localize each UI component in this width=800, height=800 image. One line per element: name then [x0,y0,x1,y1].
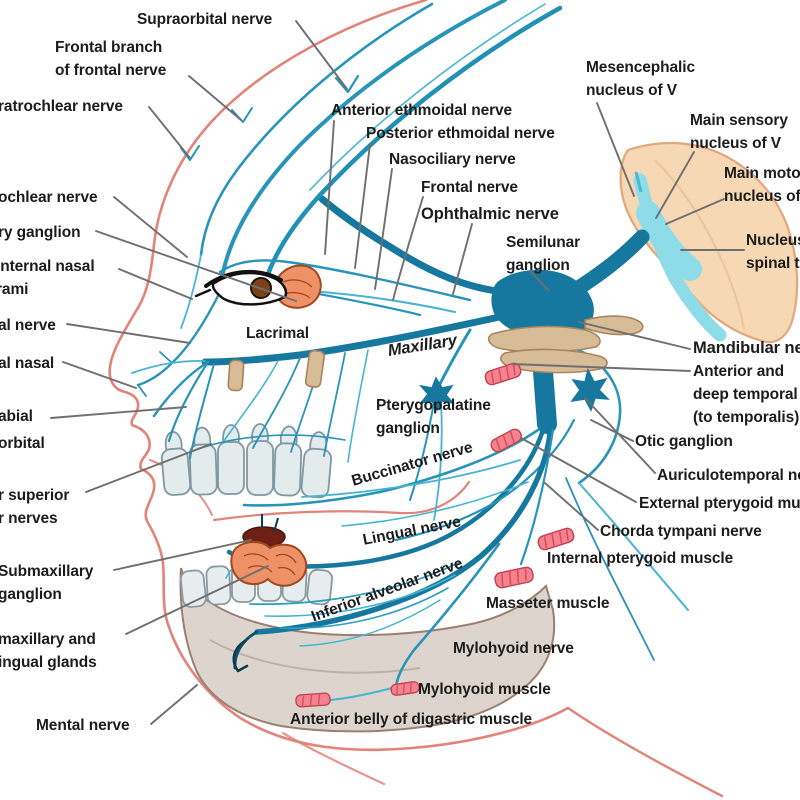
label-nasal-nerve-frag: al nerve [0,317,56,334]
label-main-sensory-nucleus: Main sensory nucleus of V [690,112,788,152]
label-auriculotemporal-nerve: Auriculotemporal nerve [657,467,800,484]
glands [230,264,322,587]
external-pterygoid-muscle-shape [490,428,522,453]
label-posterior-ethmoidal-nerve: Posterior ethmoidal nerve [366,125,555,142]
label-nasociliary-nerve: Nasociliary nerve [389,151,516,168]
ganglia [419,367,610,412]
label-superior-alveolar-frag: r superior r nerves [0,487,70,527]
label-submaxillary-ganglion: Submaxillary ganglion [0,563,94,603]
label-submaxillary-glands: maxillary and ingual glands [0,631,97,671]
label-mesencephalic-nucleus: Mesencephalic nucleus of V [586,59,695,99]
label-ophthalmic-nerve: Ophthalmic nerve [421,205,559,223]
label-masseter-muscle: Masseter muscle [486,595,610,612]
digastric-muscle-shape [295,692,331,708]
label-main-motor-nucleus: Main motor nucleus of [724,165,800,205]
label-external-pterygoid-muscle: External pterygoid muscle [639,495,800,512]
label-otic-ganglion: Otic ganglion [635,433,733,450]
internal-pterygoid-muscle-shape [537,527,575,551]
label-pterygopalatine-ganglion: Pterygopalatine ganglion [376,397,491,437]
label-orbital-frag: orbital [0,435,45,452]
label-semilunar-ganglion: Semilunar ganglion [506,234,581,274]
masseter-muscle-shape [494,566,534,589]
label-chorda-tympani-nerve: Chorda tympani nerve [600,523,762,540]
label-labial-frag: abial [0,408,33,425]
label-lacrimal: Lacrimal [246,325,309,342]
label-supraorbital-nerve: Supraorbital nerve [137,11,273,28]
eye [194,269,288,306]
pterygopalatine-ganglion-shape [419,376,455,412]
label-mandibular-nerve: Mandibular nerve [693,339,800,357]
label-frontal-branch: Frontal branch of frontal nerve [55,39,167,79]
muscles [295,362,575,708]
mylohyoid-muscle-shape [390,681,420,696]
label-frontal-nerve: Frontal nerve [421,179,518,196]
label-infratrochlear-nerve: ochlear nerve [0,189,98,206]
label-mental-nerve: Mental nerve [36,717,130,734]
label-ciliary-ganglion: ry ganglion [0,224,81,241]
mandible-bone [179,567,556,733]
brainstem [619,141,799,344]
label-anterior-ethmoidal-nerve: Anterior ethmoidal nerve [331,102,513,119]
label-nasal-frag: al nasal [0,355,55,372]
label-internal-pterygoid-muscle: Internal pterygoid muscle [547,550,734,567]
lower-teeth [179,562,333,608]
label-mylohyoid-nerve: Mylohyoid nerve [453,640,574,657]
leader-lines [50,20,745,725]
label-mylohyoid-muscle: Mylohyoid muscle [418,681,551,698]
label-deep-temporal-nerves: Anterior and deep temporal (to temporali… [693,363,800,426]
deep-temporal-muscle [484,362,522,386]
label-anterior-digastric: Anterior belly of digastric muscle [290,711,533,728]
bone-structures [227,315,644,392]
label-internal-nasal-rami: Internal nasal rami [0,258,95,298]
label-nucleus-spinal-tract: Nucleus of spinal tract [746,232,800,272]
label-supratrochlear-nerve: ratrochlear nerve [0,98,123,115]
otic-ganglion-shape [570,367,610,412]
